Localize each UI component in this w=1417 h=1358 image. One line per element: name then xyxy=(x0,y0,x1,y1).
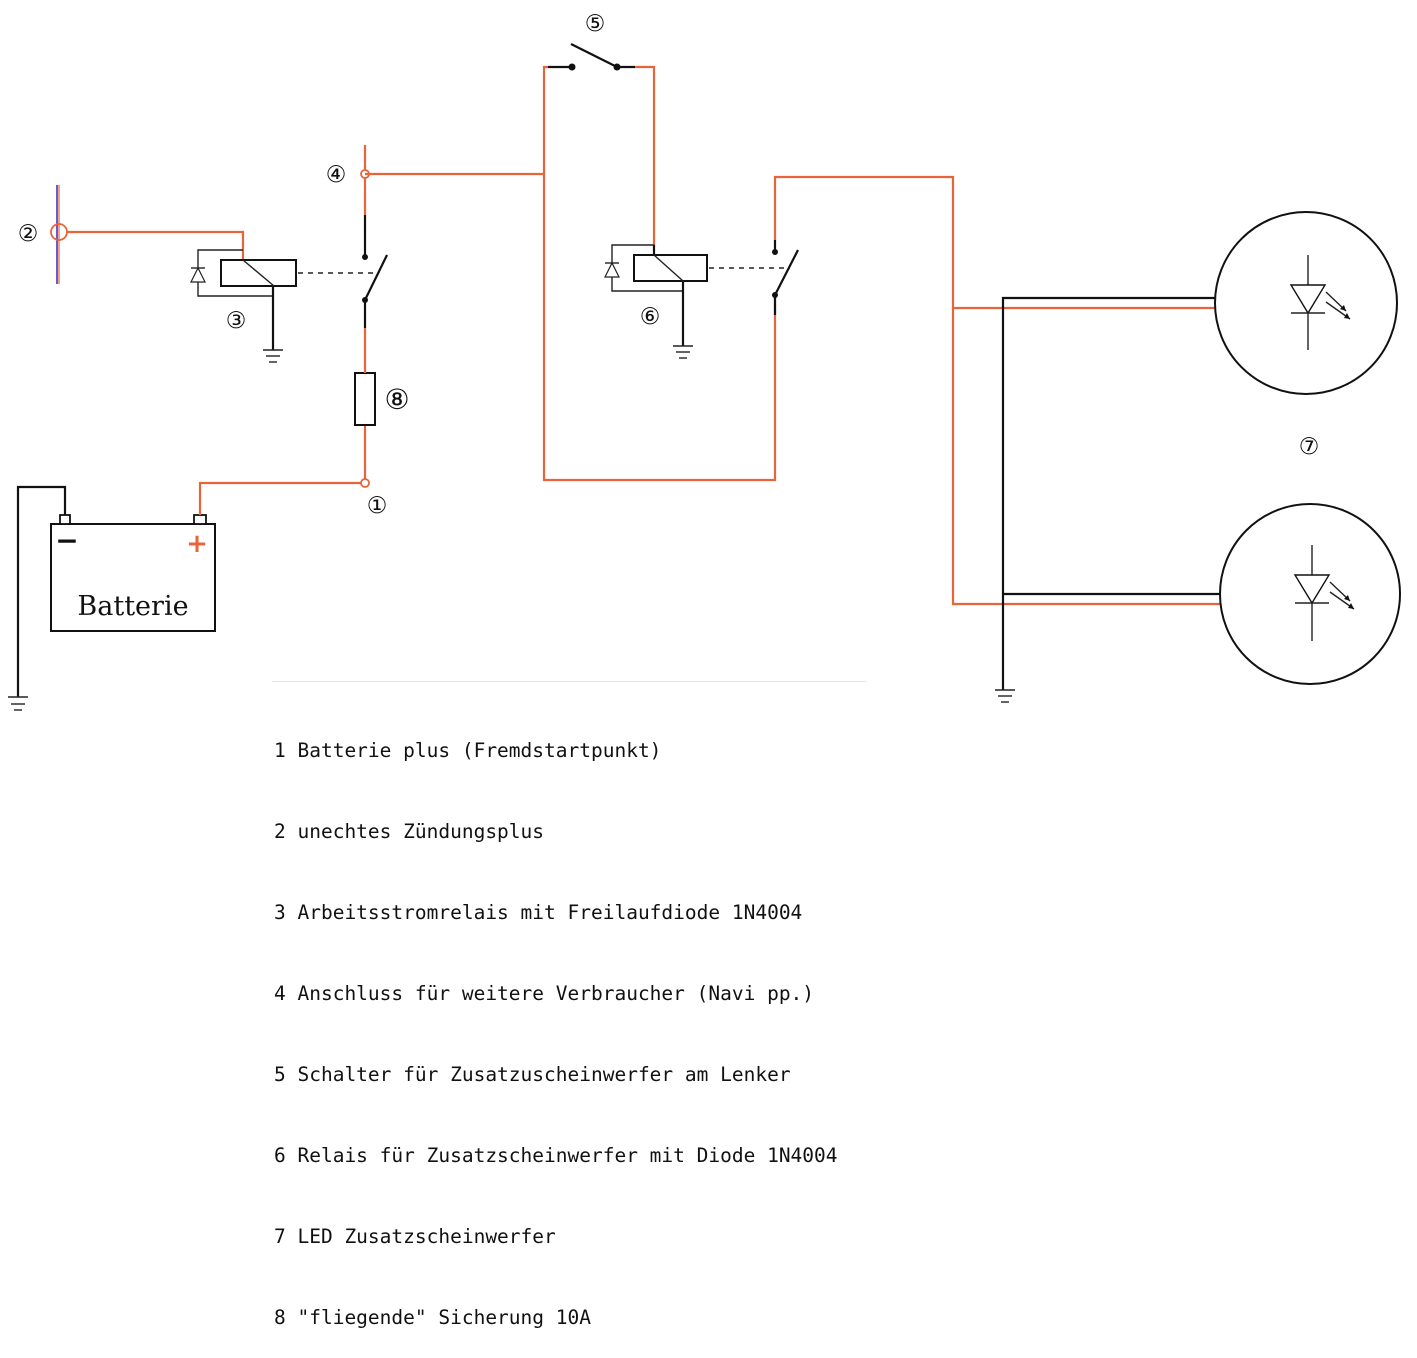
battery-label: Batterie xyxy=(77,591,188,622)
battery-minus-terminal xyxy=(59,514,71,525)
legend-item-4: 4 Anschluss für weitere Verbraucher (Nav… xyxy=(274,982,815,1005)
legend-item-8: 8 "fliegende" Sicherung 10A xyxy=(274,1306,591,1329)
marker-1: ① xyxy=(367,493,388,519)
marker-5: ⑤ xyxy=(585,11,606,37)
node-battery-plus xyxy=(360,478,370,488)
battery-plus-sign: + xyxy=(186,529,208,559)
relay6-diode xyxy=(604,261,620,278)
legend-item-1: 1 Batterie plus (Fremdstartpunkt) xyxy=(274,739,662,762)
battery-plus-terminal xyxy=(193,514,207,525)
legend-item-6: 6 Relais für Zusatzscheinwerfer mit Diod… xyxy=(274,1144,838,1167)
relay3 xyxy=(190,249,297,363)
led-lamp-top xyxy=(1214,211,1398,395)
battery-ground-wire xyxy=(16,485,67,697)
switch5-lever xyxy=(570,43,618,68)
legend-item-5: 5 Schalter für Zusatzuscheinwerfer am Le… xyxy=(274,1063,791,1086)
marker-4: ④ xyxy=(326,162,347,188)
ground-symbol-battery xyxy=(8,696,28,711)
legend-item-2: 2 unechtes Zündungsplus xyxy=(274,820,545,843)
legend-item-7: 7 LED Zusatzscheinwerfer xyxy=(274,1225,556,1248)
marker-2: ② xyxy=(18,221,39,247)
ground-symbol-relay6 xyxy=(673,345,693,359)
marker-8: ⑧ xyxy=(384,383,409,416)
relay3-diode xyxy=(190,266,206,283)
battery: − + Batterie xyxy=(50,514,216,632)
legend: 1 Batterie plus (Fremdstartpunkt) 2 unec… xyxy=(274,683,838,1358)
led-lamp-bottom xyxy=(1219,503,1401,685)
wiring-diagram: − + Batterie xyxy=(8,11,1401,711)
fuse xyxy=(354,372,376,426)
marker-6: ⑥ xyxy=(640,304,661,330)
relay3-switch-contact xyxy=(364,254,388,301)
marker-3: ③ xyxy=(226,308,247,334)
marker-7: ⑦ xyxy=(1299,434,1320,460)
ignition-wire xyxy=(67,230,245,260)
ground-symbol-lamps xyxy=(995,689,1015,703)
legend-divider xyxy=(272,681,866,682)
battery-minus-sign: − xyxy=(55,524,78,557)
battery-plus-wire xyxy=(198,481,365,515)
ground-symbol-relay3 xyxy=(263,349,283,363)
relay6 xyxy=(604,244,708,359)
legend-item-3: 3 Arbeitsstromrelais mit Freilaufdiode 1… xyxy=(274,901,803,924)
relay6-switch-contact xyxy=(774,249,799,296)
